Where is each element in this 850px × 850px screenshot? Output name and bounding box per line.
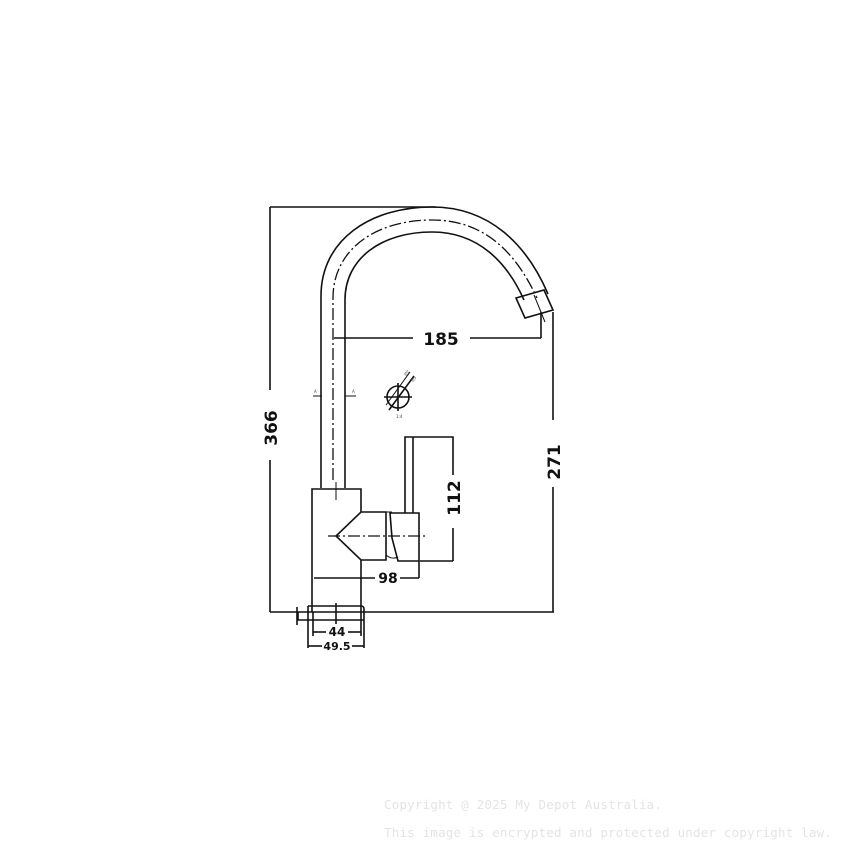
svg-text:1:4: 1:4 — [396, 414, 403, 419]
section-marks: A A — [313, 389, 356, 397]
copyright-watermark: Copyright @ 2025 My Depot Australia. — [384, 797, 663, 812]
overall-height-label: 366 — [262, 410, 282, 446]
tap-body — [311, 436, 454, 612]
handle-projection-label: 98 — [378, 571, 397, 587]
spout-reach-dimension: 185 — [334, 312, 542, 350]
spout — [320, 206, 555, 488]
spout-outlet-height-label: 271 — [545, 444, 565, 480]
handle-height-dimension: 112 — [420, 458, 465, 562]
handle-height-label: 112 — [445, 480, 465, 516]
base-inner-diameter-label: 44 — [329, 625, 346, 639]
svg-text:Ø5: Ø5 — [410, 375, 418, 383]
overall-height-dimension: 366 — [262, 206, 436, 612]
base-diameter-dimensions: 44 49.5 — [308, 625, 364, 653]
handle-projection-dimension: 98 — [314, 561, 420, 587]
svg-text:Ø2: Ø2 — [403, 369, 411, 377]
svg-text:A: A — [314, 389, 317, 394]
protection-watermark: This image is encrypted and protected un… — [384, 825, 833, 840]
spout-reach-label: 185 — [423, 330, 459, 350]
pipe-section-symbol: Ø2 Ø5 1:4 — [384, 369, 418, 419]
spout-outlet-height-dimension: 271 — [545, 312, 565, 612]
svg-text:A: A — [352, 389, 355, 394]
base-outer-diameter-label: 49.5 — [323, 640, 350, 653]
